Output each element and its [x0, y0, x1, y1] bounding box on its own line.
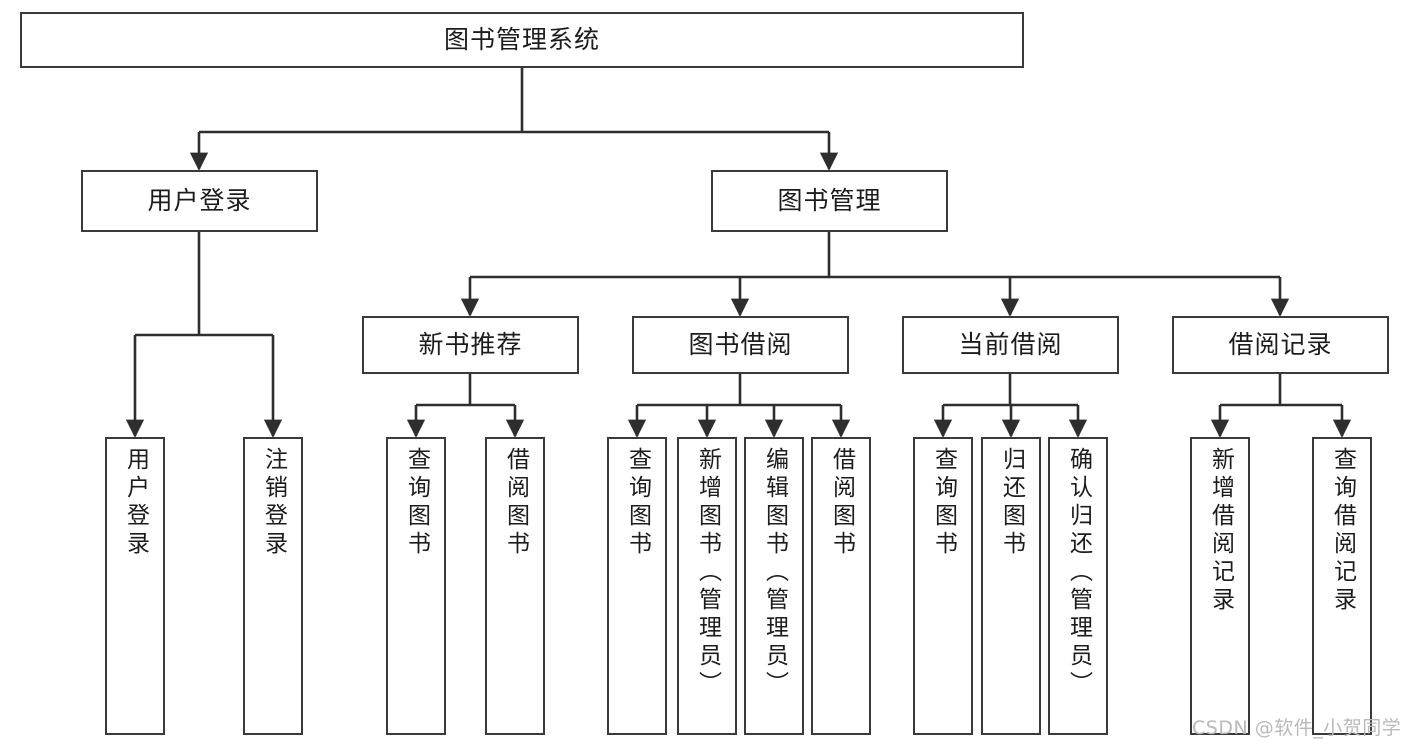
csdn-watermark: CSDN @软件_小贺同学 [1192, 717, 1402, 739]
node-new-book-recommend[interactable]: 新书推荐 [362, 316, 579, 374]
node-leaf-add-book[interactable]: 新增图书（管理员） [677, 437, 737, 735]
node-leaf-edit-book-label: 编辑图书（管理员） [761, 447, 788, 699]
node-user-login-label: 用户登录 [147, 186, 252, 216]
node-leaf-query-book-3[interactable]: 查询图书 [913, 437, 973, 735]
node-leaf-query-book-2[interactable]: 查询图书 [607, 437, 667, 735]
node-root-system-label: 图书管理系统 [443, 25, 600, 55]
node-new-book-recommend-label: 新书推荐 [418, 330, 523, 360]
node-leaf-confirm-return[interactable]: 确认归还（管理员） [1048, 437, 1108, 735]
node-leaf-user-login-label: 用户登录 [122, 447, 149, 559]
node-leaf-logout-login-label: 注销登录 [260, 447, 287, 559]
node-leaf-query-borrow-record[interactable]: 查询借阅记录 [1312, 437, 1372, 735]
node-leaf-user-login[interactable]: 用户登录 [105, 437, 165, 735]
node-leaf-edit-book[interactable]: 编辑图书（管理员） [744, 437, 804, 735]
node-borrow-record[interactable]: 借阅记录 [1172, 316, 1389, 374]
node-leaf-add-borrow-record[interactable]: 新增借阅记录 [1190, 437, 1250, 735]
node-leaf-logout-login[interactable]: 注销登录 [243, 437, 303, 735]
node-leaf-query-book-1[interactable]: 查询图书 [386, 437, 446, 735]
node-leaf-add-borrow-record-label: 新增借阅记录 [1207, 447, 1234, 615]
node-leaf-borrow-book-2[interactable]: 借阅图书 [811, 437, 871, 735]
node-current-borrow[interactable]: 当前借阅 [902, 316, 1119, 374]
node-book-manage[interactable]: 图书管理 [711, 170, 948, 232]
node-leaf-borrow-book-1-label: 借阅图书 [502, 447, 529, 559]
node-root-system[interactable]: 图书管理系统 [20, 12, 1024, 68]
node-leaf-query-book-2-label: 查询图书 [624, 447, 651, 559]
node-leaf-return-book-label: 归还图书 [998, 447, 1025, 559]
node-current-borrow-label: 当前借阅 [958, 330, 1063, 360]
node-leaf-query-book-3-label: 查询图书 [930, 447, 957, 559]
node-leaf-query-borrow-record-label: 查询借阅记录 [1329, 447, 1356, 615]
node-leaf-borrow-book-1[interactable]: 借阅图书 [485, 437, 545, 735]
node-leaf-query-book-1-label: 查询图书 [403, 447, 430, 559]
node-borrow-record-label: 借阅记录 [1228, 330, 1333, 360]
node-leaf-add-book-label: 新增图书（管理员） [694, 447, 721, 699]
node-leaf-borrow-book-2-label: 借阅图书 [828, 447, 855, 559]
node-book-borrow[interactable]: 图书借阅 [632, 316, 849, 374]
node-leaf-confirm-return-label: 确认归还（管理员） [1065, 447, 1092, 699]
node-user-login[interactable]: 用户登录 [81, 170, 318, 232]
node-book-borrow-label: 图书借阅 [688, 330, 793, 360]
node-book-manage-label: 图书管理 [777, 186, 882, 216]
node-leaf-return-book[interactable]: 归还图书 [981, 437, 1041, 735]
